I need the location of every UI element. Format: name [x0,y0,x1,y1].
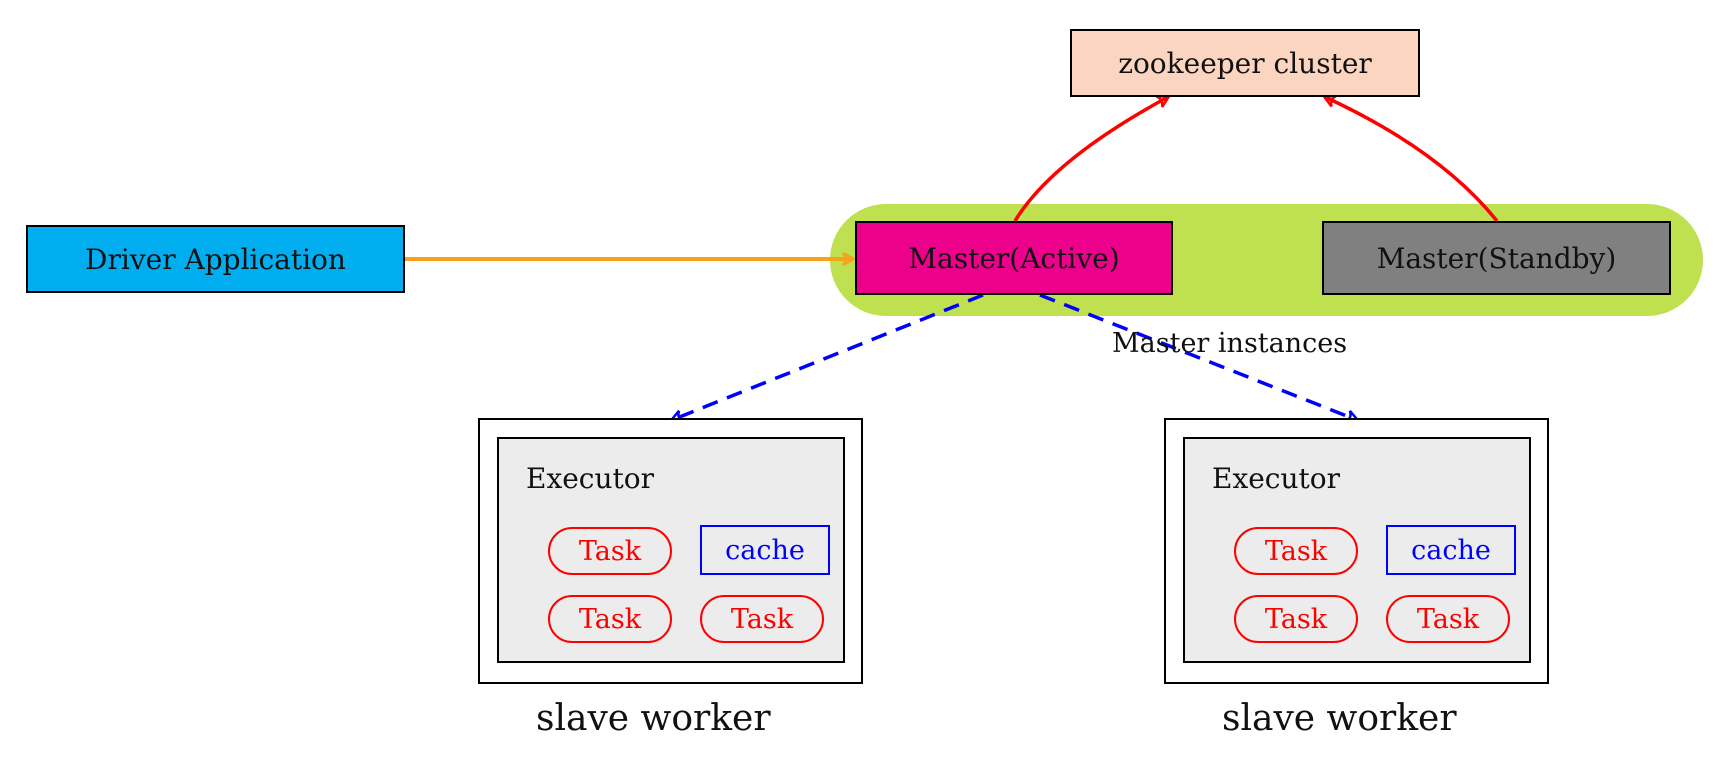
executor-2-label: Executor [1212,462,1341,495]
edge-master-to-worker-2 [1039,293,1361,424]
edge-master-to-worker-1 [668,293,984,424]
zookeeper-cluster-node: zookeeper cluster [1070,29,1420,97]
edge-standby-to-zookeeper [1321,94,1499,223]
master-standby-node: Master(Standby) [1322,221,1671,295]
worker-1-task-3: Task [700,595,824,643]
worker-2-task-2: Task [1234,595,1358,643]
slave-worker-1-caption: slave worker [536,698,771,739]
worker-2-task-3: Task [1386,595,1510,643]
worker-1-task-1: Task [548,527,672,575]
worker-1-task-2: Task [548,595,672,643]
edge-active-to-zookeeper [1013,95,1172,222]
master-active-label: Master(Active) [908,241,1120,275]
master-instances-caption: Master instances [1112,328,1348,359]
worker-2-cache: cache [1386,525,1516,575]
worker-2-task-1: Task [1234,527,1358,575]
driver-application-node: Driver Application [26,225,405,293]
slave-worker-2-caption: slave worker [1222,698,1457,739]
worker-1-cache: cache [700,525,830,575]
master-standby-label: Master(Standby) [1376,241,1617,275]
driver-application-label: Driver Application [85,242,346,276]
zookeeper-cluster-label: zookeeper cluster [1118,46,1372,80]
master-active-node: Master(Active) [855,221,1173,295]
executor-1-label: Executor [526,462,655,495]
